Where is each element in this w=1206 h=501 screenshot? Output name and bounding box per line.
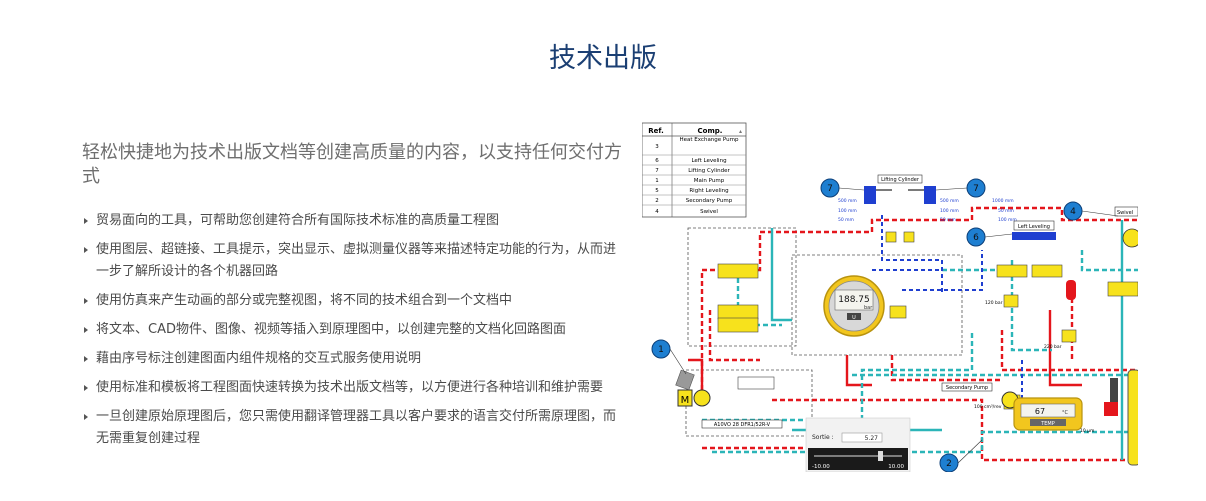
secondary-pump-label: Secondary Pump [946,385,988,391]
slider-max: 10.00 [888,464,904,470]
callout-1: 1 [658,345,664,355]
list-item: 藉由序号标注创建图面内组件规格的交互式服务使用说明 [82,348,622,370]
slider-label: Sortie : [812,434,834,441]
temp-value: 67 [1035,407,1045,416]
output-slider[interactable]: Sortie : 5.27 -10.00 10.00 [805,417,911,472]
table-cell: 6 [655,158,659,164]
table-cell: 7 [655,168,659,174]
filter-label: 10 µm [1080,428,1094,434]
callouts[interactable] [651,178,1083,472]
measure-label: 500 mm [940,198,959,204]
slider-value: 5.27 [865,435,879,442]
list-item: 贸易面向的工具，可帮助您创建符合所有国际技术标准的高质量工程图 [82,210,622,232]
table-cell: Right Leveling [689,188,728,194]
feature-list: 贸易面向的工具，可帮助您创建符合所有国际技术标准的高质量工程图 使用图层、超链接… [82,210,622,457]
table-cell: Secondary Pump [686,198,733,204]
svg-text:▴: ▴ [739,128,742,135]
list-item: 使用标准和模板将工程图面快速转换为技术出版文档等，以方便进行各种培训和维护需要 [82,377,622,399]
intro-text: 轻松快捷地为技术出版文档等创建高质量的内容，以支持任何交付方式 [82,142,622,187]
gauge-unit: bar [864,305,873,311]
temp-unit: °C [1062,410,1069,416]
measure-label: 50 mm [998,208,1014,214]
measure-label: 100 mm [838,208,857,214]
lifting-cylinder-label: Lifting Cylinder [881,177,920,183]
table-cell: Lifting Cylinder [688,168,730,174]
table-cell: Heat Exchange Pump [679,137,739,143]
callout-7: 7 [827,184,833,194]
slider-min: -10.00 [812,464,830,470]
table-cell: Left Leveling [691,158,726,164]
callout-7: 7 [973,184,979,194]
hydraulic-schematic: Ref. Comp. ▴ 3 Heat Exchange Pump 6 Left… [642,120,1138,472]
left-leveling: Left Leveling 120 bar 220 bar [985,220,1077,350]
temperature-gauge: 67 °C TEMP [1013,397,1083,431]
table-cell: 2 [655,198,659,204]
lifting-cylinder: Lifting Cylinder 500 mm 100 mm 50 mm 500… [838,174,1017,243]
temp-label: TEMP [1040,421,1055,427]
pressure-label: 120 bar [985,300,1003,306]
table-header: Ref. [648,127,663,135]
valve-label: A10VO 28 DFR1/52R-V [714,422,771,428]
table-cell: 3 [655,144,659,150]
pressure-gauge: 188.75 bar U [823,275,885,337]
measure-label: 100 mm [940,208,959,214]
gauge-value: 188.75 [838,295,870,305]
table-cell: 4 [655,209,659,215]
table-cell: Swivel [700,209,718,215]
list-item: 将文本、CAD物件、图像、视频等插入到原理图中，以创建完整的文档化回路图面 [82,319,622,341]
table-cell: 1 [655,178,659,184]
table-cell: 5 [655,188,659,194]
swivel-label: Swivel [1117,210,1133,216]
measure-label: 50 mm [940,217,956,223]
component-table: Ref. Comp. ▴ 3 Heat Exchange Pump 6 Left… [642,122,747,218]
secondary-pump: Secondary Pump 100 cm³/rev 10 µm [941,378,1118,434]
motor-label: M [681,395,690,406]
page-title: 技术出版 [549,43,657,74]
main-pump: M A10VO 28 DFR1/52R-V [675,369,783,429]
list-item: 使用图层、超链接、工具提示，突出显示、虚拟测量仪器等来描述特定功能的行为，从而进… [82,239,622,283]
swivel-valve: Swivel [1107,206,1138,466]
gauge-button: U [852,315,856,321]
measure-label: 500 mm [838,198,857,204]
measure-label: 100 mm [998,217,1017,223]
slider-thumb[interactable] [878,451,883,461]
flow-label: 100 cm³/rev [974,404,1002,410]
measure-label: 1000 mm [992,198,1014,204]
list-item: 一旦创建原始原理图后，您只需使用翻译管理器工具以客户要求的语言交付所需原理图，而… [82,406,622,450]
pressure-label: 220 bar [1044,344,1062,350]
callout-4: 4 [1070,207,1076,217]
left-leveling-label: Left Leveling [1018,224,1050,230]
measure-label: 50 mm [838,217,854,223]
callout-2: 2 [946,459,952,469]
table-cell: Main Pump [694,178,725,184]
list-item: 使用仿真来产生动画的部分或完整视图，将不同的技术组合到一个文档中 [82,290,622,312]
table-header: Comp. [698,127,723,135]
callout-6: 6 [973,233,979,243]
